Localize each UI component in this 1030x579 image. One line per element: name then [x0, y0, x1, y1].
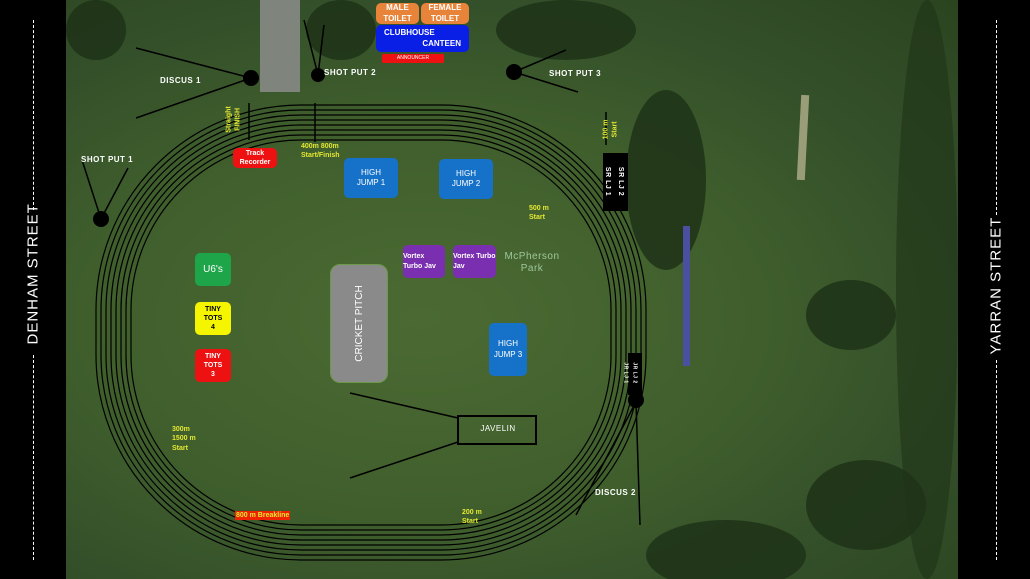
- vortex-area-2: Vortex Turbo Jav: [453, 245, 496, 278]
- tree: [806, 280, 896, 350]
- tree: [646, 520, 806, 579]
- track-recorder: Track Recorder: [233, 148, 277, 168]
- 800m-breakline-mark: 800 m Breakline: [235, 511, 291, 521]
- shot-put-3-label: SHOT PUT 3: [549, 69, 602, 78]
- high-jump-2: HIGH JUMP 2: [439, 159, 493, 199]
- clubhouse-canteen: CLUBHOUSE CANTEEN: [376, 25, 469, 52]
- 400m-start-mark: 400m 800m Start/Finish: [301, 143, 340, 160]
- tree: [306, 0, 376, 60]
- 100m-start-mark: 100 m Start: [602, 119, 619, 140]
- high-jump-3: HIGH JUMP 3: [489, 323, 527, 376]
- street-line: [33, 20, 34, 210]
- tree: [626, 90, 706, 270]
- aerial-map: MALE TOILET FEMALE TOILET CLUBHOUSE CANT…: [66, 0, 958, 579]
- clubhouse-label: CLUBHOUSE: [384, 28, 435, 38]
- tree: [66, 0, 126, 60]
- 500m-start-mark: 500 m Start: [529, 205, 549, 222]
- cricket-pitch-label: CRICKET PITCH: [353, 285, 365, 362]
- cricket-pitch: CRICKET PITCH: [330, 264, 388, 383]
- male-toilet: MALE TOILET: [376, 3, 419, 24]
- canteen-label: CANTEEN: [422, 38, 461, 48]
- u6-area: U6's: [195, 253, 231, 286]
- jr-lj-1-label: JR LJ 1: [622, 362, 629, 384]
- yarran-street-label: YARRAN STREET: [987, 216, 1005, 355]
- javelin-label: JAVELIN: [480, 424, 516, 433]
- announcer: ANNOUNCER: [382, 54, 444, 63]
- finish-mark: Straight FINISH: [225, 106, 242, 133]
- denham-street-label: DENHAM STREET: [24, 203, 42, 345]
- street-line: [996, 360, 997, 560]
- discus-2-label: DISCUS 2: [595, 488, 636, 497]
- jr-lj-2-label: JR LJ 2: [631, 362, 638, 384]
- tiny-tots-3-area: TINY TOTS 3: [195, 349, 231, 382]
- carpark: [260, 0, 300, 92]
- tree: [806, 460, 926, 550]
- tiny-tots-4-area: TINY TOTS 4: [195, 302, 231, 335]
- park-label: McPherson Park: [504, 251, 560, 274]
- vortex-area-1: Vortex Turbo Jav: [403, 245, 445, 278]
- street-line: [33, 355, 34, 560]
- street-line: [996, 20, 997, 215]
- sr-lj-2-label: SR LJ 2: [617, 166, 625, 197]
- 200m-start-mark: 200 m Start: [462, 509, 482, 526]
- track-lines: [81, 19, 647, 561]
- female-toilet: FEMALE TOILET: [421, 3, 469, 24]
- shot-put-1-label: SHOT PUT 1: [81, 155, 134, 164]
- long-jump-runway: [683, 226, 690, 366]
- 300m-start-mark: 300m 1500 m Start: [172, 426, 196, 452]
- right-border: [958, 0, 1030, 579]
- sr-lj-1-label: SR LJ 1: [604, 166, 612, 197]
- discus-1-label: DISCUS 1: [160, 76, 201, 85]
- high-jump-1: HIGH JUMP 1: [344, 158, 398, 198]
- shot-put-2-label: SHOT PUT 2: [324, 68, 377, 77]
